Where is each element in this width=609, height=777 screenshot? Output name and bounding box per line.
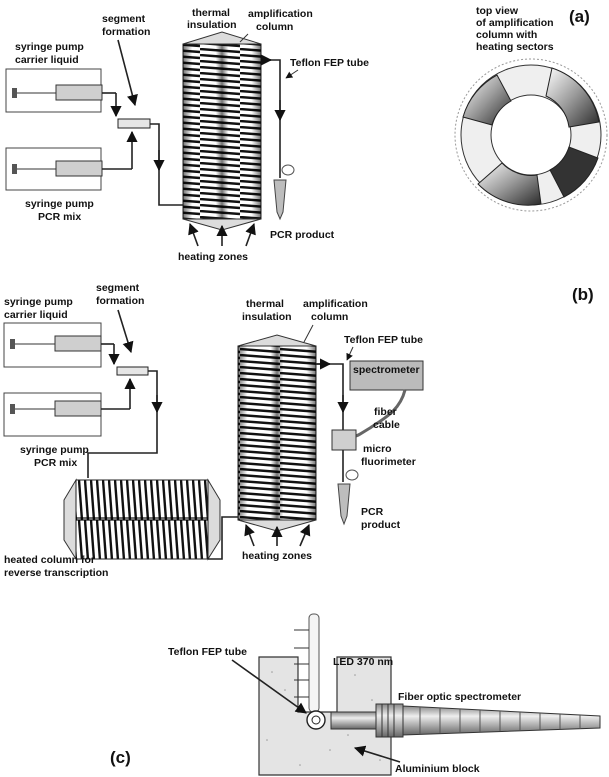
- spectrometer-box: [349, 360, 424, 438]
- label-amp-col-a: amplification: [248, 8, 313, 20]
- heating-zone-arrows-b: [244, 523, 311, 547]
- segment-formation-junction-a: [110, 39, 183, 206]
- label-pcr-product-b-2: product: [361, 519, 401, 531]
- label-heating-b: heating zones: [242, 550, 312, 562]
- label-fiber-cable: fiber: [374, 406, 397, 418]
- pointer-aluminium: [353, 745, 401, 763]
- label-syringe-pcr-b: syringe pump: [20, 444, 89, 456]
- label-teflon-b: Teflon FEP tube: [344, 334, 423, 346]
- label-amp-col-a-2: column: [256, 21, 293, 33]
- panel-tag-a: (a): [569, 7, 590, 26]
- label-segment-a: segment: [102, 13, 146, 25]
- label-syringe-pcr-b-2: PCR mix: [34, 457, 77, 469]
- label-fluorimeter-2: fluorimeter: [361, 456, 416, 468]
- heated-column-rt: [63, 478, 247, 561]
- pointer-amp-col-b: [303, 324, 314, 343]
- top-view-ring: [454, 58, 608, 212]
- label-syringe-carrier-a: syringe pump: [15, 41, 84, 53]
- aluminium-speckle: [266, 671, 381, 766]
- label-fiber-cable-2: cable: [373, 419, 400, 431]
- amplification-column-a: [182, 31, 286, 231]
- label-led: LED 370 nm: [333, 656, 393, 668]
- label-amp-col-b: amplification: [303, 298, 368, 310]
- teflon-tube-section: [306, 710, 326, 730]
- label-topview-1: top view: [476, 5, 519, 17]
- panel-tag-b: (b): [572, 285, 594, 304]
- label-spectrometer: spectrometer: [353, 364, 420, 376]
- label-pcr-product-b: PCR: [361, 506, 384, 518]
- label-thermal-b-2: insulation: [242, 311, 292, 323]
- label-segment-a-2: formation: [102, 26, 150, 38]
- label-syringe-carrier-b-2: carrier liquid: [4, 309, 68, 321]
- label-fluorimeter: micro: [363, 443, 392, 455]
- label-topview-3: column with: [476, 29, 537, 41]
- label-teflon-c: Teflon FEP tube: [168, 646, 247, 658]
- syringe-pump-carrier-a: [5, 68, 116, 113]
- micro-fluorimeter: [331, 429, 357, 451]
- label-syringe-carrier-b: syringe pump: [4, 296, 73, 308]
- panel-b: (b) syringe pump carrier liquid syringe …: [3, 282, 594, 579]
- label-amp-col-b-2: column: [311, 311, 348, 323]
- segment-formation-junction-b: [87, 309, 163, 478]
- pointer-teflon-c: [231, 659, 307, 714]
- label-segment-b-2: formation: [96, 295, 144, 307]
- label-topview-4: heating sectors: [476, 41, 554, 53]
- pcr-tube-b: [337, 469, 359, 526]
- aluminium-block: [258, 656, 392, 776]
- syringe-pump-pcr-a: [5, 147, 132, 191]
- label-teflon-a: Teflon FEP tube: [290, 57, 369, 69]
- label-heated-col-2: reverse transcription: [4, 567, 108, 579]
- label-syringe-pcr-a-2: PCR mix: [38, 211, 81, 223]
- panel-a: syringe pump carrier liquid syringe pump…: [5, 5, 608, 263]
- amplification-column-b: [237, 334, 349, 532]
- label-syringe-carrier-a-2: carrier liquid: [15, 54, 79, 66]
- label-pcr-product-a: PCR product: [270, 229, 335, 241]
- syringe-pump-pcr-b: [3, 392, 130, 437]
- label-heating-a: heating zones: [178, 251, 248, 263]
- pointer-teflon-a: [285, 69, 299, 79]
- label-aluminium: Aluminium block: [395, 763, 480, 775]
- heating-zone-arrows-a: [188, 222, 256, 247]
- fiber-optic-connector: [330, 703, 601, 738]
- label-thermal-a: thermal: [192, 7, 230, 19]
- panel-c: (c) LED 370 nm Teflon FEP tube: [110, 613, 601, 776]
- pcr-tube-a: [273, 164, 295, 221]
- label-syringe-pcr-a: syringe pump: [25, 198, 94, 210]
- syringe-pump-carrier-b: [3, 322, 114, 368]
- label-thermal-a-2: insulation: [187, 19, 237, 31]
- label-fiber-spectrometer: Fiber optic spectrometer: [398, 691, 521, 703]
- label-topview-2: of amplification: [476, 17, 554, 29]
- pointer-teflon-b: [346, 346, 354, 361]
- label-heated-col: heated column for: [4, 554, 95, 566]
- label-segment-b: segment: [96, 282, 140, 294]
- panel-tag-c: (c): [110, 748, 131, 767]
- pointer-amp-col-a: [239, 33, 249, 43]
- label-thermal-b: thermal: [246, 298, 284, 310]
